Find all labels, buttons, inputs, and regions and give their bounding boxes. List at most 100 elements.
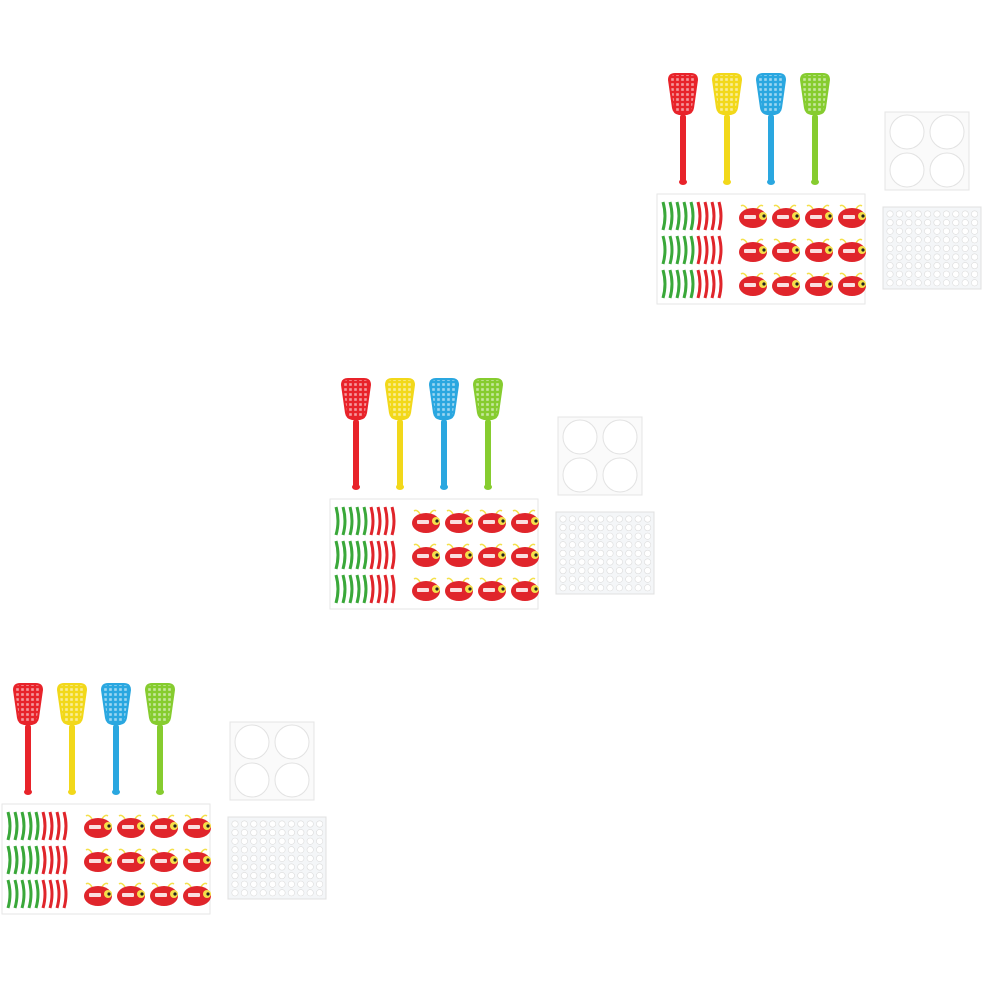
sticker-card-edge	[27, 845, 33, 875]
bug-sticker	[117, 848, 145, 872]
sticker-card-edge	[48, 845, 54, 875]
sticker-card-edge	[41, 811, 47, 841]
sorting-tray	[555, 511, 655, 595]
sticker-card-edge	[668, 269, 674, 299]
bug-sticker	[739, 238, 767, 262]
swatter-handle	[113, 724, 119, 794]
bug-sticker	[511, 543, 539, 567]
sticker-card-edge	[6, 811, 12, 841]
bug-sticker	[805, 204, 833, 228]
bug-sticker	[838, 238, 866, 262]
sticker-card-edge	[341, 540, 347, 570]
kit-middle	[328, 375, 658, 620]
sticker-card-edge	[34, 879, 40, 909]
sticker-card-edge	[6, 845, 12, 875]
sticker-card-edge	[348, 540, 354, 570]
sticker-card-edge	[682, 269, 688, 299]
kit-illustration	[656, 73, 982, 305]
sticker-card-edge	[682, 201, 688, 231]
sticker-card-edge	[348, 574, 354, 604]
bug-sticker	[478, 509, 506, 533]
sticker-card-edge	[355, 574, 361, 604]
sticker-card-edge	[62, 845, 68, 875]
sticker-card-edge	[20, 811, 26, 841]
bug-sticker	[511, 509, 539, 533]
sticker-card-edge	[13, 811, 19, 841]
sticker-card-edge	[661, 201, 667, 231]
bug-sticker	[183, 848, 211, 872]
sticker-card-edge	[661, 269, 667, 299]
kit-illustration	[329, 378, 655, 610]
bug-sticker	[478, 543, 506, 567]
sticker-card-edge	[696, 201, 702, 231]
sticker-card-edge	[362, 574, 368, 604]
lid-circle	[929, 114, 965, 150]
sorting-tray	[227, 816, 327, 900]
sticker-card-edge	[369, 506, 375, 536]
bug-sticker	[150, 848, 178, 872]
sticker-card-edge	[55, 845, 61, 875]
bug-sticker	[84, 848, 112, 872]
bug-sticker	[117, 814, 145, 838]
sticker-card-edge	[6, 879, 12, 909]
kit-top-right	[655, 70, 985, 315]
sticker-card-edge	[668, 201, 674, 231]
sticker-card-edge	[355, 506, 361, 536]
swatter	[800, 73, 830, 185]
bug-sticker	[739, 204, 767, 228]
sticker-card-edge	[41, 845, 47, 875]
sticker-card-edge	[703, 235, 709, 265]
sticker-card-edge	[675, 235, 681, 265]
lid-circle	[602, 457, 638, 493]
sticker-card-edge	[675, 201, 681, 231]
sticker-card-edge	[696, 269, 702, 299]
swatter	[101, 683, 131, 795]
sticker-card-edge	[62, 811, 68, 841]
swatter	[473, 378, 503, 490]
swatter	[13, 683, 43, 795]
bug-sticker	[511, 577, 539, 601]
swatter-handle	[69, 724, 75, 794]
bug-sticker	[183, 814, 211, 838]
lid-circle	[234, 762, 270, 798]
sticker-card-edge	[13, 845, 19, 875]
sticker-card-edge	[717, 201, 723, 231]
bug-sticker	[838, 272, 866, 296]
sticker-card-edge	[55, 811, 61, 841]
sticker-card-edge	[334, 540, 340, 570]
sticker-card-edge	[369, 540, 375, 570]
tray-lid	[884, 111, 970, 191]
sticker-card-edge	[41, 879, 47, 909]
sticker-card-edge	[717, 235, 723, 265]
sticker-card-edge	[390, 540, 396, 570]
swatter	[668, 73, 698, 185]
sticker-card-edge	[383, 540, 389, 570]
bug-sticker	[739, 272, 767, 296]
sticker-card-edge	[27, 811, 33, 841]
swatter	[57, 683, 87, 795]
bug-sticker	[412, 577, 440, 601]
bug-sticker	[445, 509, 473, 533]
sticker-sheet	[1, 803, 211, 915]
bug-sticker	[445, 577, 473, 601]
sticker-card-edge	[383, 574, 389, 604]
sticker-card-edge	[334, 574, 340, 604]
kit-illustration	[1, 683, 327, 915]
sticker-card-edge	[696, 235, 702, 265]
swatter-handle	[768, 114, 774, 184]
bug-sticker	[412, 543, 440, 567]
sticker-card-edge	[34, 811, 40, 841]
sticker-sheet	[656, 193, 866, 305]
sticker-card-edge	[27, 879, 33, 909]
swatter-handle	[441, 419, 447, 489]
sticker-card-edge	[334, 506, 340, 536]
sticker-card-edge	[668, 235, 674, 265]
lid-circle	[602, 419, 638, 455]
sticker-card-edge	[675, 269, 681, 299]
bug-sticker	[445, 543, 473, 567]
lid-circle	[929, 152, 965, 188]
bug-sticker	[478, 577, 506, 601]
sticker-card-edge	[703, 269, 709, 299]
bug-sticker	[117, 882, 145, 906]
kit-bottom-left	[0, 680, 330, 925]
